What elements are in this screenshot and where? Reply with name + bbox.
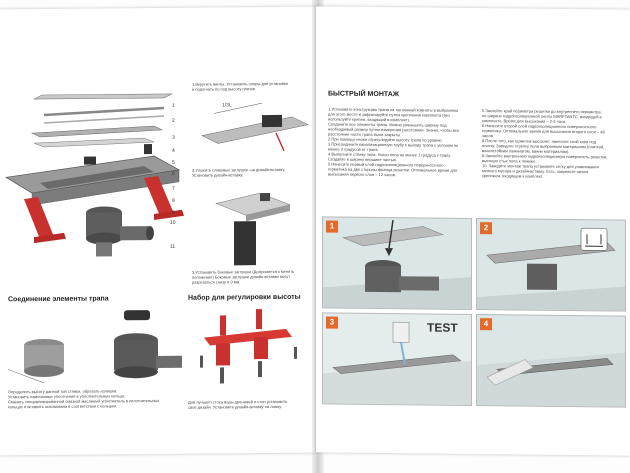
connections-text: Определить высоту данной той стяжки, обр… [8, 388, 160, 410]
step1-text: 1.Вкрутить винты. Установить опоры для у… [192, 80, 288, 92]
left-page: 1 2 3 4 5 6 7 8 9 10 11 1.Вкрутить винты… [0, 6, 316, 456]
step1-drawing [201, 102, 309, 152]
step1-install-drawing [323, 220, 471, 309]
callout-7: 7 [172, 185, 175, 192]
step-panel-1: 1 [322, 216, 472, 310]
callout-8: 8 [172, 197, 175, 204]
step3-install-drawing [323, 321, 471, 405]
height-kit-drawing [200, 309, 297, 384]
part-callouts: 1 2 3 4 5 6 7 8 9 10 11 [0, 7, 316, 250]
height-kit-text: Для лучшего стока воды дренажей и стоп у… [188, 398, 288, 410]
callout-6: 6 [172, 170, 175, 177]
level-label: 1/3L [222, 102, 232, 109]
step-panel-2: 2 [476, 218, 626, 312]
connections-drawing [7, 310, 182, 384]
connections-heading: Соединение элементы трапа [8, 295, 109, 304]
height-kit-heading: Набор для регулировки высоты [188, 293, 301, 302]
callout-11: 11 [170, 243, 176, 250]
callout-5: 5 [172, 159, 175, 166]
step2-text: 2.Уложить сливовых заглушек -на дизайн-в… [192, 166, 286, 178]
quick-install-title: БЫСТРЫЙ МОНТАЖ [328, 90, 400, 99]
callout-4: 4 [172, 147, 175, 154]
callout-9: 9 [172, 209, 175, 216]
step4-install-drawing [477, 352, 625, 407]
install-column-2: 5.Заклейте край периметра решетки до вну… [482, 108, 608, 179]
step2-drawing [215, 192, 291, 266]
callout-1: 1 [172, 102, 175, 109]
step-panel-4: 4 [476, 314, 626, 408]
step3-text: 3.Установить боковые заглушки (Допускает… [192, 268, 295, 285]
callout-3: 3 [172, 134, 175, 141]
callout-2: 2 [172, 117, 175, 124]
exploded-view-drawing [4, 93, 184, 257]
install-column-1: 1.Установите конструкцию трапа на так ва… [328, 106, 460, 178]
right-page: БЫСТРЫЙ МОНТАЖ 1.Установите конструкцию … [316, 6, 630, 456]
step-panel-3: 3 TEST [322, 312, 472, 406]
step2-install-drawing [477, 227, 625, 311]
callout-10: 10 [170, 219, 176, 226]
